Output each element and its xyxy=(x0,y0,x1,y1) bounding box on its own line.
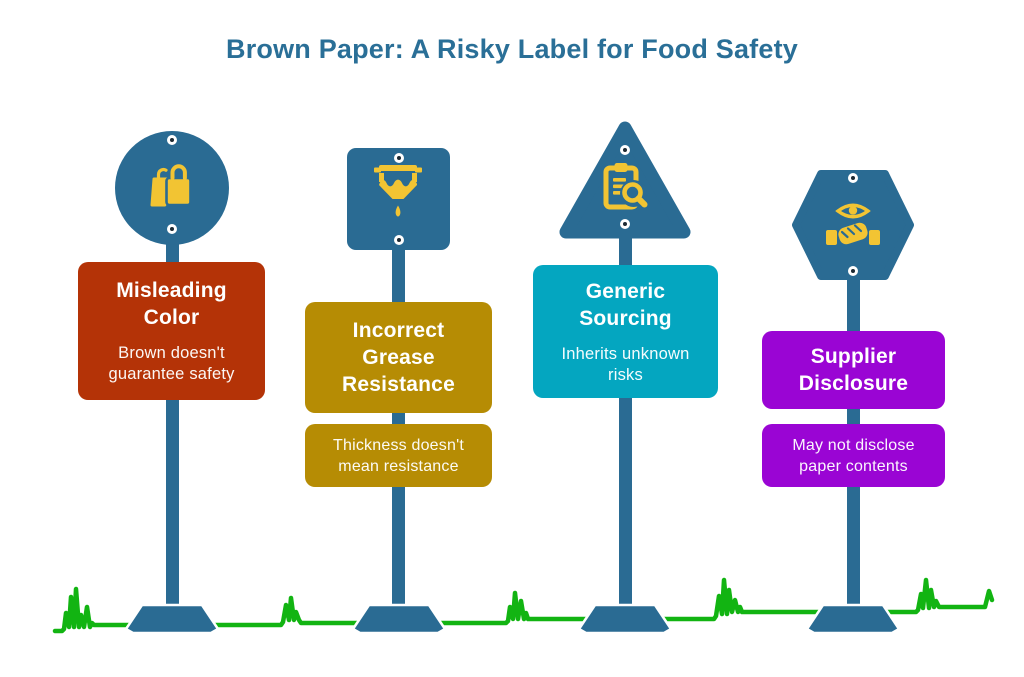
screw-icon xyxy=(167,135,177,145)
sign-heading: Generic Sourcing xyxy=(579,279,672,330)
grease-drip-icon xyxy=(374,165,422,217)
sign-body: Brown doesn't guarantee safety xyxy=(108,344,235,383)
sign-heading: Incorrect Grease Resistance xyxy=(342,319,455,396)
clipboard-search-icon xyxy=(603,163,648,210)
sub-sign-supplier-disclosure: May not disclose paper contents xyxy=(762,424,945,487)
screw-icon xyxy=(393,153,404,163)
screw-icon xyxy=(620,219,630,229)
screw-icon xyxy=(393,235,404,245)
sign-supplier-disclosure: Supplier Disclosure xyxy=(762,331,945,409)
screw-icon xyxy=(167,224,177,234)
signpost-pole xyxy=(165,190,179,618)
grass-line xyxy=(52,577,995,634)
sign-generic-sourcing: Generic Sourcing Inherits unknown risks xyxy=(533,265,718,398)
handshake-eye-icon xyxy=(826,203,880,245)
sign-heading: Misleading Color xyxy=(116,279,227,329)
screw-icon xyxy=(848,173,858,183)
sign-grease-resistance: Incorrect Grease Resistance xyxy=(305,302,492,413)
signpost-base xyxy=(805,603,901,635)
sub-sign-grease-resistance: Thickness doesn't mean resistance xyxy=(305,424,492,487)
screw-icon xyxy=(848,266,858,276)
sign-body: Inherits unknown risks xyxy=(561,344,690,384)
shopping-bag-icon xyxy=(150,164,192,207)
signpost-base xyxy=(351,603,446,635)
signpost-base xyxy=(577,603,673,635)
signpost-base xyxy=(124,603,220,635)
screw-icon xyxy=(620,145,630,155)
page-title: Brown Paper: A Risky Label for Food Safe… xyxy=(226,34,798,64)
sign-heading: Supplier Disclosure xyxy=(798,345,909,395)
sign-misleading-color: Misleading Color Brown doesn't guarantee… xyxy=(78,262,265,400)
